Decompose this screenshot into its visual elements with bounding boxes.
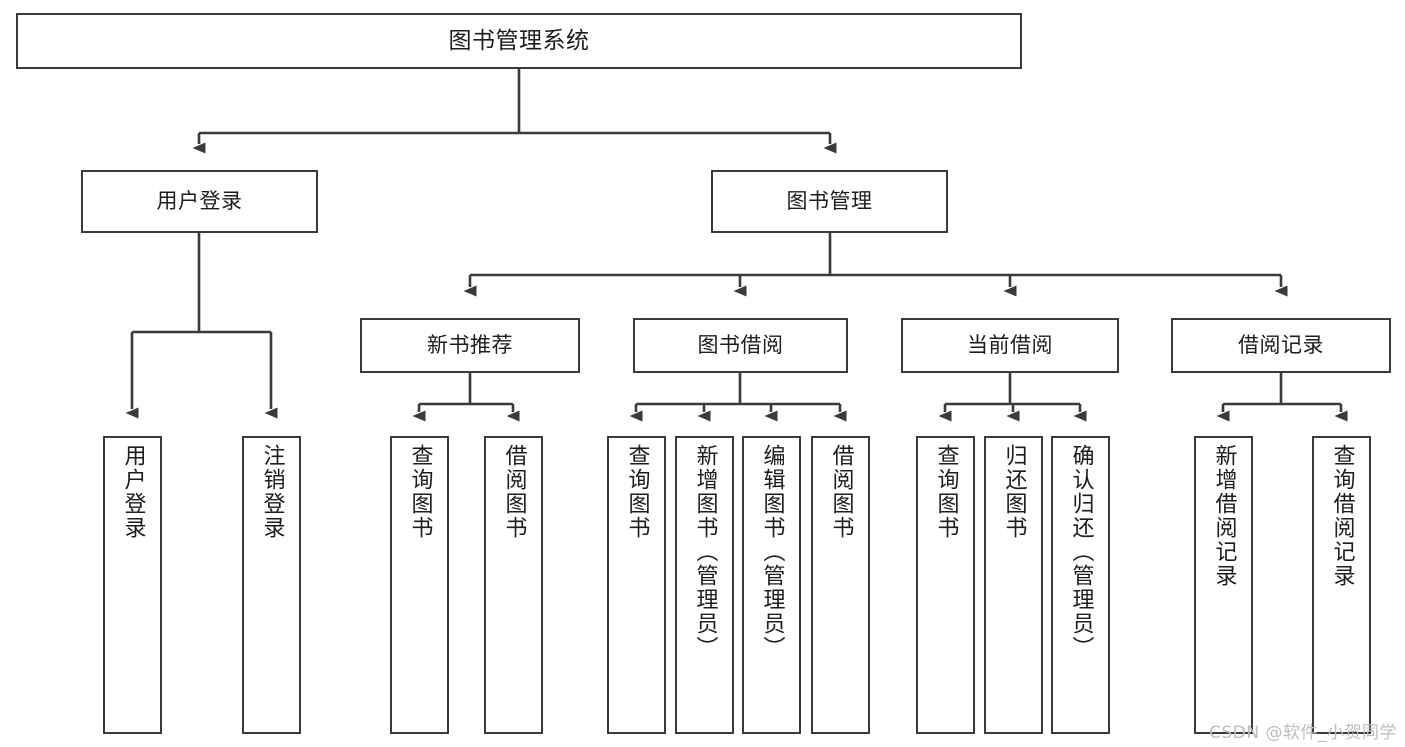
node-label: 借阅记录 [1238, 333, 1324, 358]
node-new-book-recommend[interactable]: 新书推荐 [360, 318, 580, 373]
node-label: 查询图书 [624, 444, 650, 540]
node-book-management[interactable]: 图书管理 [711, 170, 948, 233]
node-label: 注销登录 [259, 444, 285, 540]
node-label: 确认归还（管理员） [1068, 444, 1094, 660]
node-label: 查询图书 [933, 444, 959, 540]
node-label: 图书借阅 [697, 333, 784, 358]
node-root-library-management-system[interactable]: 图书管理系统 [16, 13, 1022, 69]
node-label: 查询借阅记录 [1329, 444, 1355, 588]
node-leaf-add-borrow-record[interactable]: 新增借阅记录 [1194, 436, 1253, 734]
node-label: 图书管理 [786, 189, 873, 214]
csdn-watermark: CSDN @软件_小贺同学 [1209, 723, 1397, 743]
node-leaf-confirm-return-admin[interactable]: 确认归还（管理员） [1051, 436, 1110, 734]
node-label: 借阅图书 [501, 444, 527, 540]
node-book-borrow[interactable]: 图书借阅 [633, 318, 848, 373]
node-label: 图书管理系统 [448, 27, 590, 54]
node-leaf-logout[interactable]: 注销登录 [242, 436, 301, 734]
node-current-borrow[interactable]: 当前借阅 [901, 318, 1119, 373]
node-label: 查询图书 [407, 444, 433, 540]
node-leaf-query-book-current[interactable]: 查询图书 [916, 436, 975, 734]
node-leaf-borrow-book-recommend[interactable]: 借阅图书 [484, 436, 543, 734]
node-leaf-edit-book-admin[interactable]: 编辑图书（管理员） [742, 436, 801, 734]
node-leaf-query-book-recommend[interactable]: 查询图书 [390, 436, 449, 734]
node-leaf-borrow-book[interactable]: 借阅图书 [811, 436, 870, 734]
node-label: 用户登录 [156, 189, 243, 214]
node-label: 借阅图书 [828, 444, 854, 540]
node-user-login[interactable]: 用户登录 [81, 170, 318, 233]
node-leaf-query-borrow-record[interactable]: 查询借阅记录 [1312, 436, 1371, 734]
node-label: 新增图书（管理员） [692, 444, 718, 660]
node-leaf-query-book-borrow[interactable]: 查询图书 [607, 436, 666, 734]
node-borrow-record[interactable]: 借阅记录 [1171, 318, 1391, 373]
node-label: 新书推荐 [427, 333, 513, 358]
node-label: 新增借阅记录 [1211, 444, 1237, 588]
node-label: 用户登录 [120, 444, 146, 540]
node-leaf-user-login[interactable]: 用户登录 [103, 436, 162, 734]
node-label: 当前借阅 [967, 333, 1053, 358]
node-label: 归还图书 [1001, 444, 1027, 540]
node-label: 编辑图书（管理员） [759, 444, 785, 660]
node-leaf-add-book-admin[interactable]: 新增图书（管理员） [675, 436, 734, 734]
node-leaf-return-book[interactable]: 归还图书 [984, 436, 1043, 734]
